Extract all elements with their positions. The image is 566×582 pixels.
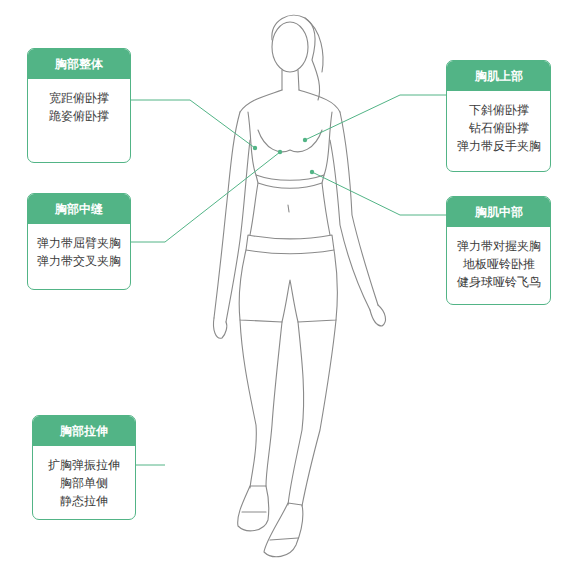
callout-heading: 胸部拉伸 [33, 416, 135, 446]
callout-box: 胸部整体宽距俯卧撑 跪姿俯卧撑 [27, 48, 131, 163]
leader-dot [253, 146, 257, 150]
leader-dot [278, 150, 282, 154]
woman-figure [213, 15, 385, 556]
callout-body: 弹力带对握夹胸 地板哑铃卧推 健身球哑铃飞鸟 [447, 227, 550, 299]
callout-box: 胸部中缝弹力带屈臂夹胸 弹力带交叉夹胸 [27, 193, 131, 290]
callout-heading: 胸部整体 [28, 49, 130, 79]
callout-heading: 胸部中缝 [28, 194, 130, 224]
callout-box: 胸部拉伸扩胸弹振拉伸 胸部单侧 静态拉伸 [32, 415, 136, 520]
callout-heading: 胸肌上部 [447, 61, 550, 91]
leader-line [135, 465, 165, 466]
callout-heading: 胸肌中部 [447, 197, 550, 227]
callout-body: 宽距俯卧撑 跪姿俯卧撑 [28, 79, 130, 133]
leader-line [130, 152, 280, 242]
callout-body: 下斜俯卧撑 钻石俯卧撑 弹力带反手夹胸 [447, 91, 550, 163]
leader-lines [130, 95, 446, 465]
leader-dot [310, 170, 314, 174]
callout-body: 弹力带屈臂夹胸 弹力带交叉夹胸 [28, 224, 130, 278]
leader-line [305, 95, 446, 140]
callout-box: 胸肌中部弹力带对握夹胸 地板哑铃卧推 健身球哑铃飞鸟 [446, 196, 551, 305]
callout-box: 胸肌上部下斜俯卧撑 钻石俯卧撑 弹力带反手夹胸 [446, 60, 551, 172]
leader-dots [253, 138, 314, 174]
leader-line [312, 172, 446, 215]
callout-body: 扩胸弹振拉伸 胸部单侧 静态拉伸 [33, 446, 135, 518]
leader-line [130, 100, 255, 148]
leader-dot [303, 138, 307, 142]
